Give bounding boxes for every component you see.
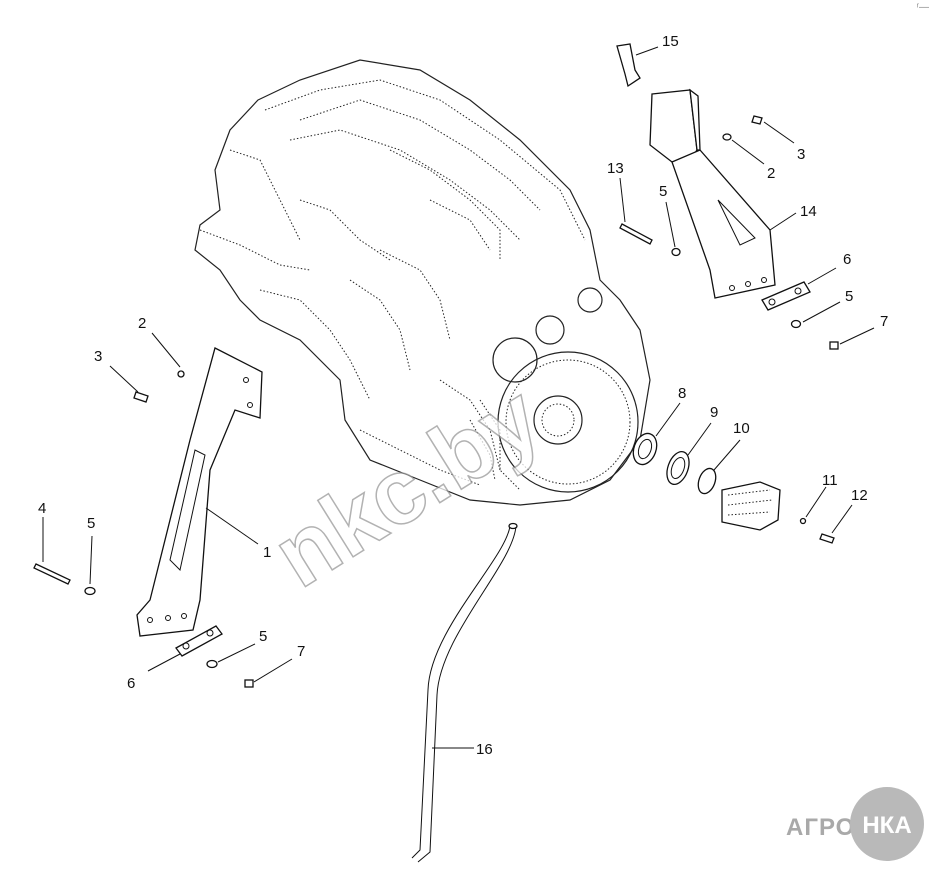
callout-1: 1 [263, 544, 271, 561]
leader-lines [42, 46, 875, 749]
part-15-small-bracket [616, 43, 641, 88]
part-2-washer-right [722, 133, 732, 141]
part-6-lower-left-plate [175, 625, 223, 657]
right-fasteners [619, 115, 839, 350]
pump-unit [721, 481, 781, 531]
callout-16: 16 [476, 741, 493, 758]
part-11-washer [799, 517, 807, 525]
logo-text-left: АГРО [786, 814, 856, 841]
part-16-dipstick-tube [411, 522, 518, 863]
callout-13: 13 [607, 160, 624, 177]
callout-5-right-bottom: 5 [845, 288, 853, 305]
callout-5-left-top: 5 [87, 515, 95, 532]
part-14-right-bracket [649, 88, 776, 299]
part-4-bolt [33, 563, 71, 585]
part-3-bolt-right [751, 115, 763, 125]
callout-5-left-bottom: 5 [259, 628, 267, 645]
callout-14: 14 [800, 203, 817, 220]
part-12-bolt [819, 533, 835, 544]
part-10-o-ring [697, 467, 717, 495]
part-2-washer-left [177, 370, 185, 378]
part-5-washer-left-bottom [206, 659, 218, 669]
part-5-washer-right-bottom [790, 319, 802, 329]
left-fasteners [33, 370, 254, 688]
watermark: nkс.by [257, 366, 558, 607]
callout-7-left: 7 [297, 643, 305, 660]
part-7-nut-left [244, 679, 254, 688]
part-13-bolt [619, 223, 653, 245]
callout-10: 10 [733, 420, 750, 437]
callout-2-right: 2 [767, 165, 775, 182]
callout-3-left: 3 [94, 348, 102, 365]
callout-6-left: 6 [127, 675, 135, 692]
part-6-right-plate [761, 281, 811, 311]
part-7-nut-right [829, 341, 839, 350]
part-1-left-bracket [136, 347, 263, 637]
gaskets [632, 432, 717, 495]
agronka-logo: АГРО НКА [786, 787, 926, 867]
callout-5-right-top: 5 [659, 183, 667, 200]
callout-9: 9 [710, 404, 718, 421]
part-5-washer-right-top [671, 247, 681, 257]
callout-labels: 1 2 3 4 5 6 5 7 15 3 2 13 5 14 6 5 7 8 9… [38, 33, 888, 758]
pump-fasteners [799, 517, 835, 544]
callout-8: 8 [678, 385, 686, 402]
callout-7-right: 7 [880, 313, 888, 330]
callout-6-right: 6 [843, 251, 851, 268]
engine [194, 59, 651, 506]
logo-text-circle: НКА [862, 812, 912, 839]
callout-2-left: 2 [138, 315, 146, 332]
callout-12: 12 [851, 487, 868, 504]
callout-15: 15 [662, 33, 679, 50]
callout-4: 4 [38, 500, 46, 517]
logo-circle: НКА [850, 787, 924, 861]
callout-11: 11 [822, 472, 838, 489]
corner-mark: ʳ— [916, 2, 929, 13]
part-3-bolt-left [133, 391, 149, 403]
callout-3-right: 3 [797, 146, 805, 163]
part-5-washer-left-top [84, 586, 96, 596]
